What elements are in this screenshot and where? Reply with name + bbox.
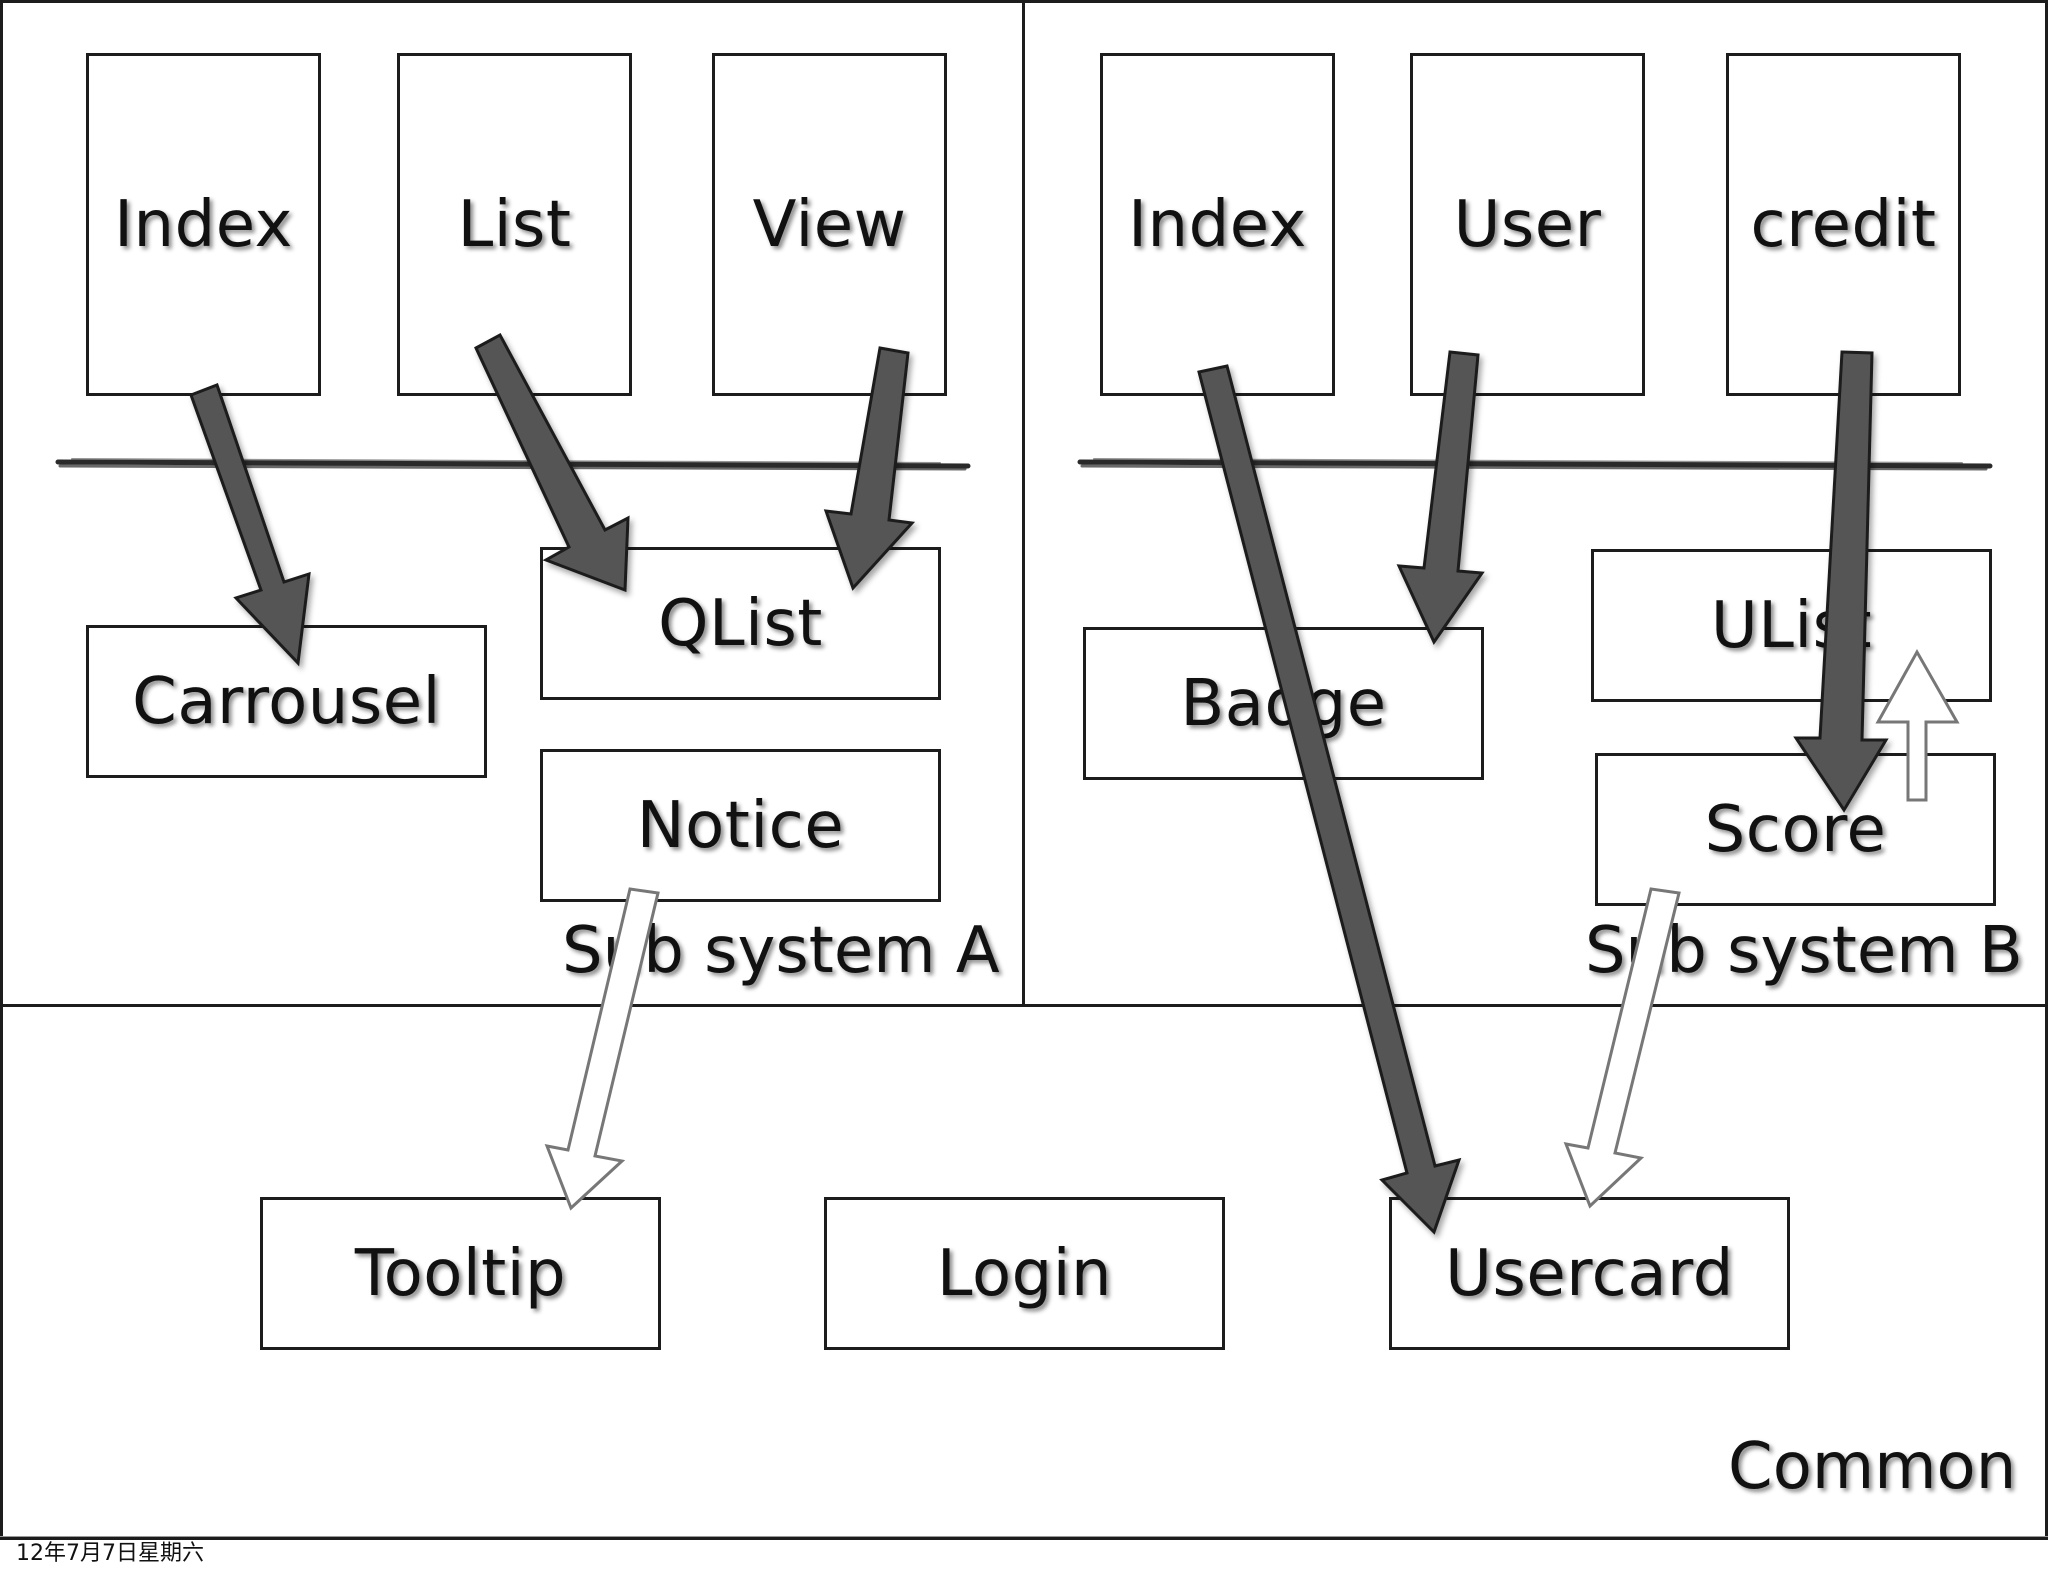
arrow-user-to-badge — [1396, 350, 1485, 646]
subsystem-divider — [1022, 3, 1025, 1005]
arrow-list-to-qlist — [474, 332, 630, 593]
page-box-b-credit — [1726, 53, 1961, 396]
page-box-a-view — [712, 53, 947, 396]
arrow-credit-to-score — [1793, 350, 1889, 813]
module-label-usercard: Usercard — [1445, 1236, 1734, 1311]
page-box-a-list — [397, 53, 632, 396]
page-label-b-credit: credit — [1750, 187, 1937, 262]
arrow-layer — [55, 332, 1993, 1235]
arrow-notice-to-tooltip — [544, 887, 660, 1211]
page-box-b-index — [1100, 53, 1335, 396]
page-label-a-list: List — [457, 187, 572, 262]
module-box-tooltip — [260, 1197, 661, 1350]
arrow-index-b-to-usercard — [1197, 364, 1462, 1235]
footer-rule — [0, 1536, 2048, 1537]
module-label-carrousel: Carrousel — [132, 664, 441, 739]
arrow-index-a-to-carrousel — [189, 383, 311, 667]
page-label-b-user: User — [1453, 187, 1602, 262]
page-label-a-index: Index — [114, 187, 293, 262]
page-box-a-index — [86, 53, 321, 396]
page-label-b-index: Index — [1128, 187, 1307, 262]
page-label-a-view: View — [752, 187, 907, 262]
dependency-arrows — [189, 332, 1889, 1235]
module-box-score — [1595, 753, 1996, 906]
arrow-score-to-ulist — [1875, 648, 1960, 802]
separator-line-a — [55, 458, 971, 471]
arrow-view-to-qlist — [823, 346, 916, 591]
footer-date: 12年7月7日星期六 — [16, 1541, 204, 1566]
arrow-score-to-usercard — [1563, 887, 1681, 1209]
module-box-login — [824, 1197, 1225, 1350]
module-label-qlist: QList — [658, 586, 823, 661]
weak-arrows — [544, 648, 1960, 1211]
module-label-login: Login — [936, 1236, 1113, 1311]
region-title-common: Common — [1728, 1430, 2017, 1504]
module-box-notice — [540, 749, 941, 902]
module-label-notice: Notice — [636, 788, 845, 863]
module-label-tooltip: Tooltip — [354, 1236, 567, 1311]
module-label-score: Score — [1704, 792, 1887, 867]
page-box-b-user — [1410, 53, 1645, 396]
common-divider — [3, 1004, 2045, 1007]
